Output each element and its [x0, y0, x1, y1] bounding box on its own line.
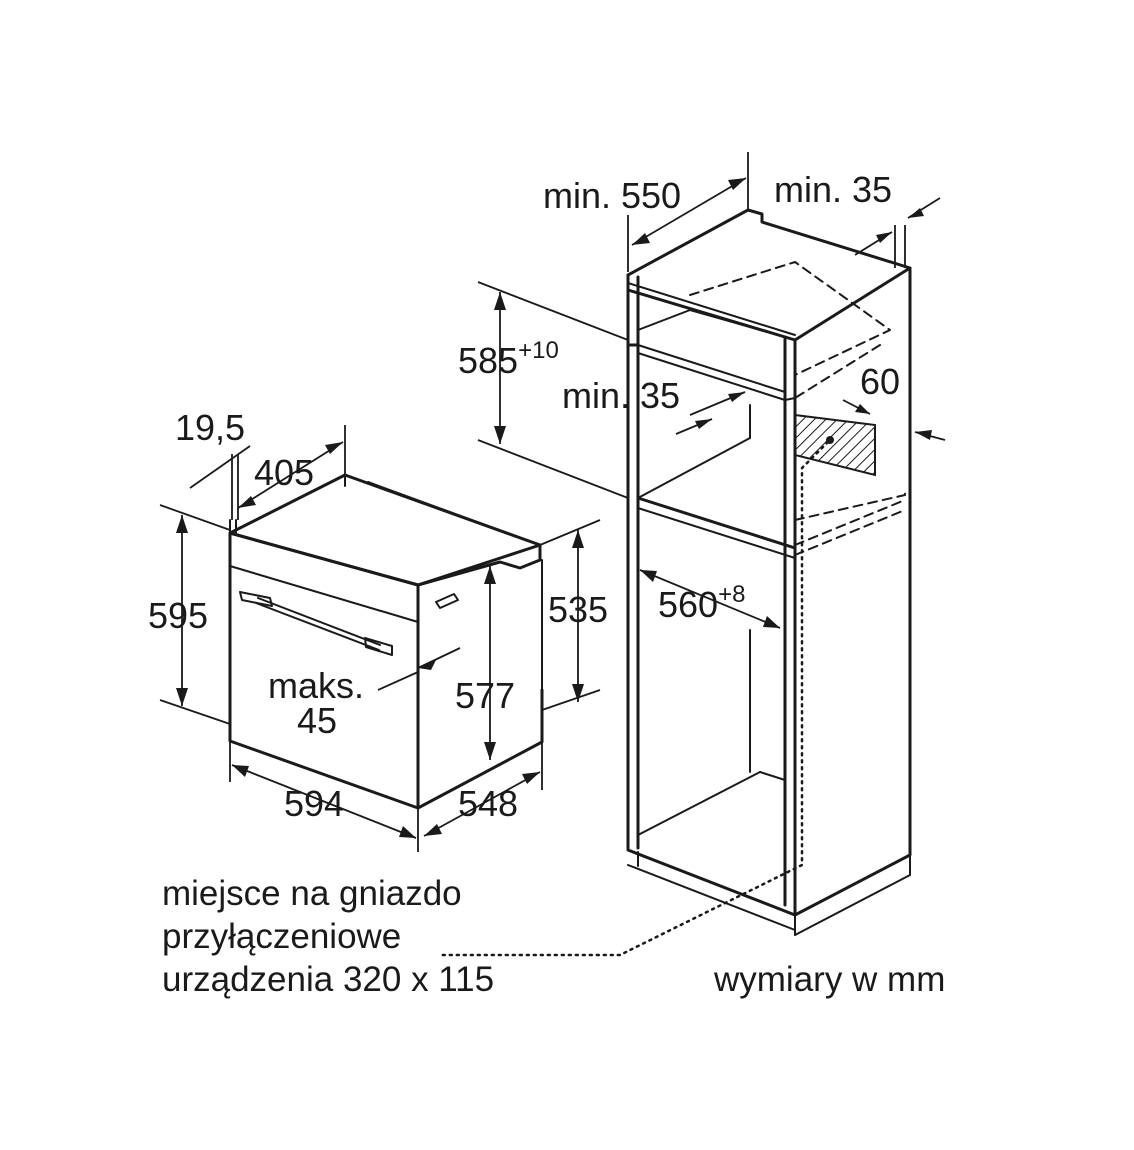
label-shelf-gap: min. 35 — [562, 375, 681, 416]
label-oven-depth-front: 19,5 — [175, 407, 246, 448]
socket-note: miejsce na gniazdo przyłączeniowe urządz… — [162, 872, 494, 1001]
label-niche-width: 560+8 — [658, 583, 745, 625]
label-niche-width-base: 560 — [658, 584, 719, 625]
label-oven-width: 594 — [284, 783, 345, 824]
cabinet-dimensions — [477, 152, 946, 629]
label-oven-inner-height: 577 — [455, 675, 516, 716]
units-note: wymiary w mm — [714, 960, 946, 999]
socket-note-line2: przyłączeniowe — [162, 917, 402, 956]
label-cabinet-back-gap: min. 35 — [774, 169, 893, 210]
oven-dimensions — [159, 425, 601, 852]
socket-note-line1: miejsce na gniazdo — [162, 874, 462, 913]
cabinet-drawing — [438, 208, 912, 957]
label-oven-body-height: 535 — [548, 589, 609, 630]
label-gap-max-value: 45 — [297, 700, 338, 741]
label-niche-width-tolerance: +8 — [718, 581, 746, 608]
label-gap-max-prefix: maks. — [268, 665, 365, 706]
label-niche-height: 585+10 — [458, 339, 559, 381]
socket-note-line3: urządzenia 320 x 115 — [162, 960, 495, 999]
label-niche-height-base: 585 — [458, 340, 519, 381]
label-oven-depth-top: 405 — [254, 452, 315, 493]
label-oven-depth: 548 — [458, 783, 519, 824]
oven-drawing — [228, 473, 544, 810]
label-vent: 60 — [860, 361, 901, 402]
label-niche-height-tolerance: +10 — [518, 337, 559, 364]
label-oven-height: 595 — [148, 595, 209, 636]
label-cabinet-depth: min. 550 — [543, 175, 682, 216]
